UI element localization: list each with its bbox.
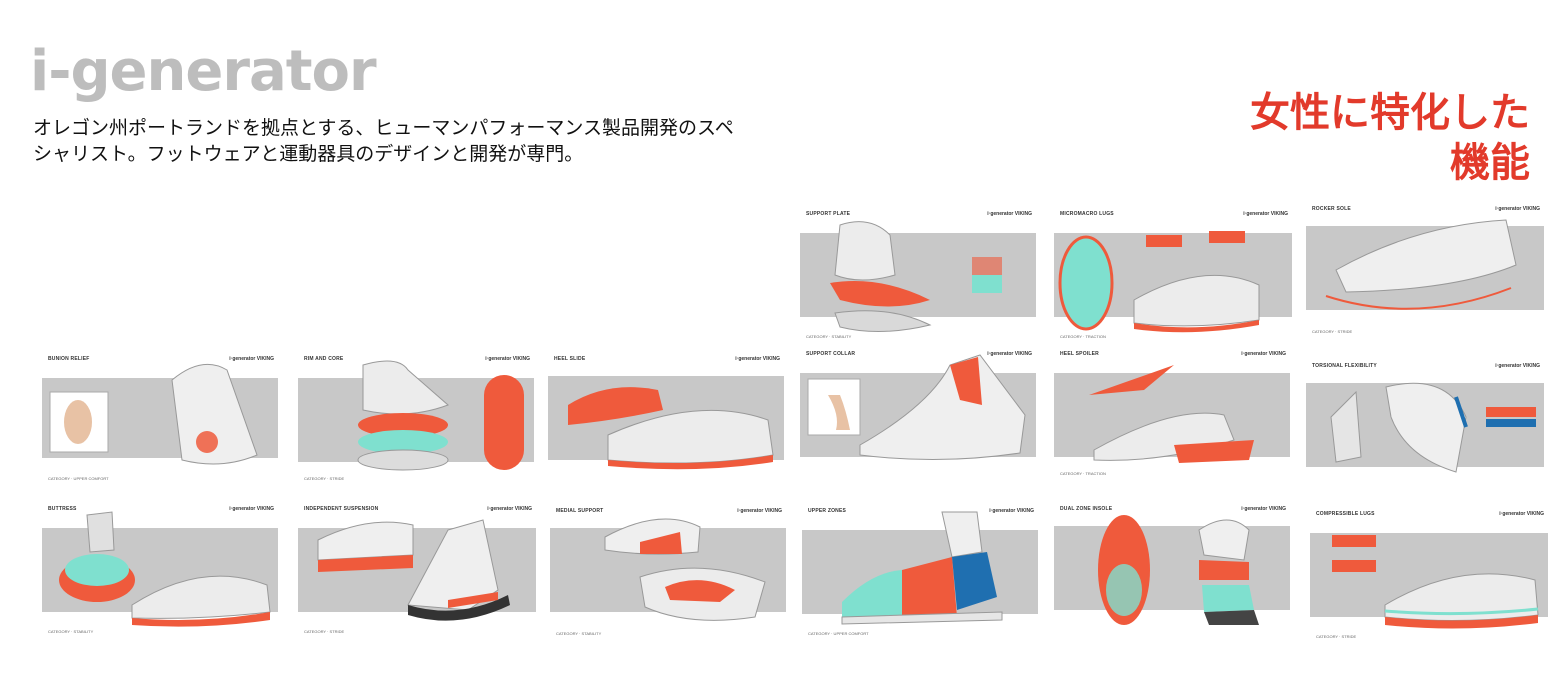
card-category: CATEGORY · STABILITY <box>806 334 852 339</box>
card-category: CATEGORY · STRIDE <box>1316 634 1357 639</box>
card-title: ROCKER SOLE <box>1312 206 1351 212</box>
card-title: INDEPENDENT SUSPENSION <box>304 506 379 512</box>
card-micromacro-lugs: MICROMACRO LUGS i·generator VIKING CATEG… <box>1054 205 1294 343</box>
card-title: COMPRESSIBLE LUGS <box>1316 511 1375 517</box>
heel-spoiler-illustration <box>1054 365 1290 463</box>
independent-suspension-illustration <box>298 519 536 621</box>
card-brand: i·generator VIKING <box>229 506 274 512</box>
card-title: SUPPORT PLATE <box>806 211 851 217</box>
card-brand: i·generator VIKING <box>1241 506 1286 512</box>
card-title: DUAL ZONE INSOLE <box>1060 506 1113 512</box>
card-category: CATEGORY · UPPER COMFORT <box>48 476 109 481</box>
card-title: HEEL SPOILER <box>1060 351 1099 357</box>
card-rocker-sole: ROCKER SOLE i·generator VIKING CATEGORY … <box>1306 200 1546 338</box>
headline: 女性に特化した 機能 <box>1250 88 1530 188</box>
card-medial-support: MEDIAL SUPPORT i·generator VIKING CATEGO… <box>550 502 788 640</box>
dual-zone-insole-illustration <box>1054 515 1290 625</box>
torsional-flexibility-illustration <box>1306 382 1544 473</box>
card-heel-spoiler: HEEL SPOILER i·generator VIKING CATEGORY… <box>1054 345 1292 480</box>
card-category: CATEGORY · STRIDE <box>304 476 345 481</box>
card-title: HEEL SLIDE <box>554 356 586 362</box>
card-heel-slide: HEEL SLIDE i·generator VIKING <box>548 350 786 485</box>
card-brand: i·generator VIKING <box>1499 511 1544 517</box>
card-bunion-relief: BUNION RELIEF i·generator VIKING CATEGOR… <box>42 350 280 485</box>
card-independent-suspension: INDEPENDENT SUSPENSION i·generator VIKIN… <box>298 500 538 638</box>
card-buttress: BUTTRESS i·generator VIKING CATEGORY · S… <box>42 500 280 638</box>
intro-line-1: オレゴン州ポートランドを拠点とする、ヒューマンパフォーマンス製品開発のスペ <box>33 118 734 139</box>
card-title: MICROMACRO LUGS <box>1060 211 1114 217</box>
card-brand: i·generator VIKING <box>987 211 1032 217</box>
card-brand: i·generator VIKING <box>487 506 532 512</box>
card-support-plate: SUPPORT PLATE i·generator VIKING CATEGOR… <box>800 205 1038 343</box>
intro-line-2: シャリスト。フットウェアと運動器具のデザインと開発が専門。 <box>33 144 584 165</box>
card-category: CATEGORY · STABILITY <box>556 631 602 636</box>
card-brand: i·generator VIKING <box>737 508 782 514</box>
card-brand: i·generator VIKING <box>989 508 1034 514</box>
card-brand: i·generator VIKING <box>1495 363 1540 369</box>
card-brand: i·generator VIKING <box>229 356 274 362</box>
card-title: MEDIAL SUPPORT <box>556 508 604 514</box>
card-category: CATEGORY · STRIDE <box>1312 329 1353 334</box>
card-compressible-lugs: COMPRESSIBLE LUGS i·generator VIKING CAT… <box>1310 505 1550 643</box>
card-brand: i·generator VIKING <box>1243 211 1288 217</box>
headline-line-1: 女性に特化した <box>1250 91 1530 135</box>
card-title: BUNION RELIEF <box>48 356 90 362</box>
compressible-lugs-illustration <box>1310 533 1548 629</box>
headline-line-2: 機能 <box>1450 141 1530 185</box>
upper-zones-illustration <box>802 511 1038 625</box>
card-title: TORSIONAL FLEXIBILITY <box>1312 363 1377 369</box>
intro-text: オレゴン州ポートランドを拠点とする、ヒューマンパフォーマンス製品開発のスペ シャ… <box>33 116 753 168</box>
card-title: UPPER ZONES <box>808 508 847 514</box>
card-dual-zone-insole: DUAL ZONE INSOLE i·generator VIKING <box>1054 500 1292 638</box>
card-category: CATEGORY · TRACTION <box>1060 471 1106 476</box>
card-category: CATEGORY · UPPER COMFORT <box>808 631 869 636</box>
card-rim-and-core: RIM AND CORE i·generator VIKING CATEGORY… <box>298 350 536 485</box>
medial-support-illustration <box>550 518 786 621</box>
card-brand: i·generator VIKING <box>735 356 780 362</box>
card-brand: i·generator VIKING <box>485 356 530 362</box>
card-category: CATEGORY · STABILITY <box>48 629 94 634</box>
card-category: CATEGORY · TRACTION <box>1060 334 1106 339</box>
support-collar-illustration <box>800 354 1036 461</box>
card-title: RIM AND CORE <box>304 356 344 362</box>
micromacro-lugs-illustration <box>1054 231 1292 333</box>
buttress-illustration <box>42 511 278 627</box>
rim-and-core-illustration <box>298 360 534 471</box>
card-upper-zones: UPPER ZONES i·generator VIKING CATEGORY … <box>802 502 1040 640</box>
support-plate-illustration <box>800 221 1036 332</box>
card-brand: i·generator VIKING <box>987 351 1032 357</box>
card-category: CATEGORY · STRIDE <box>304 629 345 634</box>
brand-logo: i-generator <box>30 39 377 104</box>
bunion-relief-illustration <box>42 363 278 465</box>
rocker-sole-illustration <box>1306 219 1544 310</box>
card-torsional-flexibility: TORSIONAL FLEXIBILITY i·generator VIKING <box>1306 357 1546 492</box>
card-brand: i·generator VIKING <box>1495 206 1540 212</box>
card-title: BUTTRESS <box>48 506 77 512</box>
heel-slide-illustration <box>548 376 784 470</box>
card-brand: i·generator VIKING <box>1241 351 1286 357</box>
card-support-collar: SUPPORT COLLAR i·generator VIKING <box>800 345 1038 480</box>
card-title: SUPPORT COLLAR <box>806 351 856 357</box>
